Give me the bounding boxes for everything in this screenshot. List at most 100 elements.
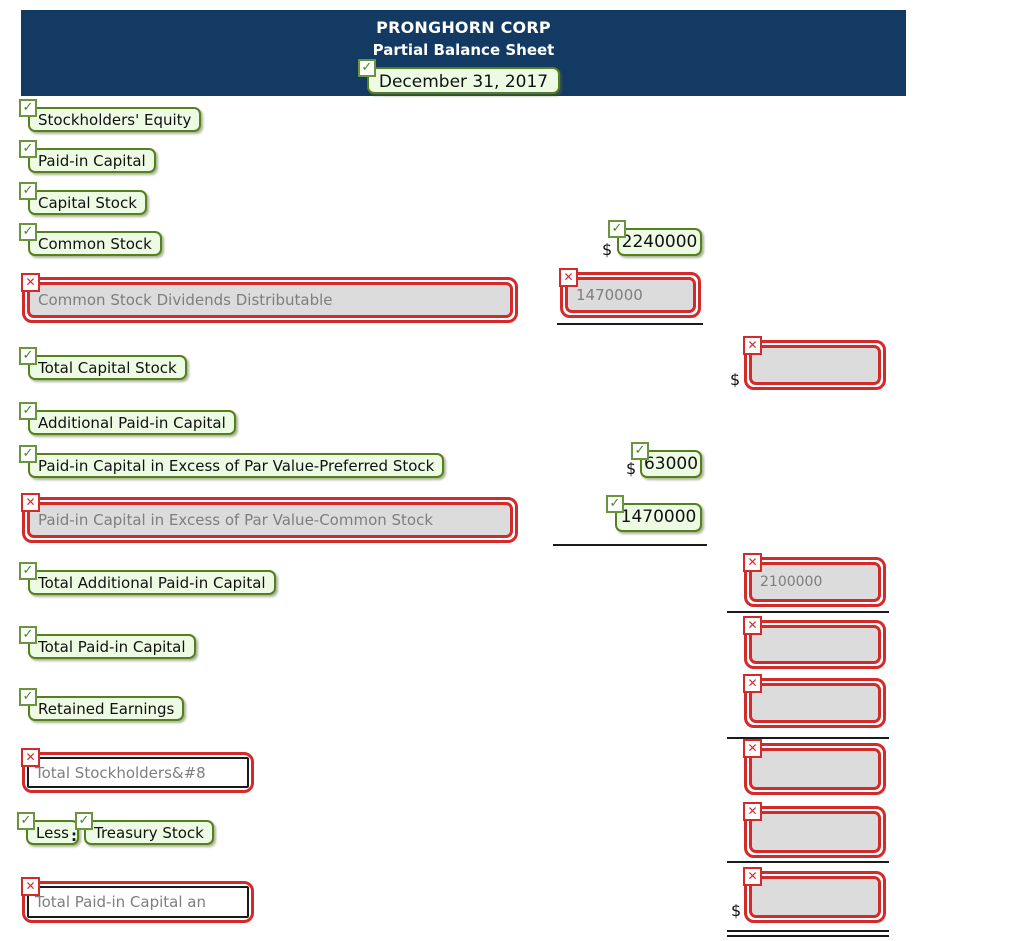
field-total-pic-and-retained[interactable]: ✕ xyxy=(21,877,254,923)
check-glyph: ✓ xyxy=(22,348,34,363)
correct-check-icon: ✓ xyxy=(357,59,376,77)
amount-input[interactable] xyxy=(749,683,881,723)
underline xyxy=(557,323,703,325)
correct-check-icon: ✓ xyxy=(19,99,37,117)
correct-check-icon: ✓ xyxy=(19,445,37,463)
label-text: Additional Paid-in Capital xyxy=(38,414,226,432)
label-text: Paid-in Capital xyxy=(38,152,146,170)
value-text: 2240000 xyxy=(621,232,698,252)
value-pic-excess-common[interactable]: ✓ 1470000 xyxy=(606,495,702,532)
correct-check-icon: ✓ xyxy=(19,626,37,644)
label-total-paid-in-capital[interactable]: ✓ Total Paid-in Capital xyxy=(19,626,196,659)
check-glyph: ✓ xyxy=(78,813,90,828)
date-answer-field[interactable]: ✓ December 31, 2017 xyxy=(357,59,561,94)
check-glyph: ✓ xyxy=(22,689,34,704)
cross-glyph: ✕ xyxy=(25,879,36,893)
amount-input[interactable] xyxy=(749,748,881,790)
correct-check-icon: ✓ xyxy=(19,688,37,706)
label-text: Paid-in Capital in Excess of Par Value-P… xyxy=(38,457,435,475)
label-text: Treasury Stock xyxy=(94,824,204,842)
label-pic-excess-preferred[interactable]: ✓ Paid-in Capital in Excess of Par Value… xyxy=(19,445,445,478)
check-glyph: ✓ xyxy=(22,141,34,156)
label-stockholders-equity[interactable]: ✓ Stockholders' Equity xyxy=(19,99,202,132)
amount-input[interactable] xyxy=(749,562,881,602)
account-title-input[interactable] xyxy=(27,757,249,788)
field-total-stockholders-equity[interactable]: ✕ xyxy=(21,748,254,793)
incorrect-x-icon: ✕ xyxy=(21,877,40,896)
label-additional-paid-in-capital[interactable]: ✓ Additional Paid-in Capital xyxy=(19,402,236,435)
label-text: Stockholders' Equity xyxy=(38,111,192,129)
cross-glyph: ✕ xyxy=(747,741,758,755)
label-less[interactable]: ✓ Less xyxy=(17,812,79,845)
incorrect-x-icon: ✕ xyxy=(559,268,578,287)
field-total-stockholders-amount[interactable]: ✕ xyxy=(743,739,886,795)
cross-glyph: ✕ xyxy=(747,555,758,569)
label-treasury-stock[interactable]: ✓ Treasury Stock xyxy=(75,812,214,845)
colon-separator: : xyxy=(71,827,77,845)
account-title-input[interactable] xyxy=(27,282,513,318)
dollar-sign: $ xyxy=(731,901,742,920)
incorrect-x-icon: ✕ xyxy=(21,493,40,512)
underline xyxy=(553,544,707,546)
check-glyph: ✓ xyxy=(22,403,34,418)
dollar-sign: $ xyxy=(626,459,637,478)
account-title-input[interactable] xyxy=(27,886,249,918)
check-glyph: ✓ xyxy=(22,627,34,642)
correct-check-icon: ✓ xyxy=(631,442,649,460)
cross-glyph: ✕ xyxy=(747,804,758,818)
amount-input[interactable] xyxy=(749,345,881,385)
label-retained-earnings[interactable]: ✓ Retained Earnings xyxy=(19,688,185,721)
company-name: PRONGHORN CORP xyxy=(376,18,551,37)
label-total-capital-stock[interactable]: ✓ Total Capital Stock xyxy=(19,347,187,380)
incorrect-x-icon: ✕ xyxy=(743,553,762,572)
cross-glyph: ✕ xyxy=(747,869,758,883)
field-retained-earnings-amount[interactable]: ✕ xyxy=(743,674,886,728)
check-glyph: ✓ xyxy=(22,446,34,461)
field-pic-excess-common[interactable]: ✕ xyxy=(21,493,518,543)
check-glyph: ✓ xyxy=(22,100,34,115)
incorrect-x-icon: ✕ xyxy=(21,748,40,767)
label-capital-stock[interactable]: ✓ Capital Stock xyxy=(19,182,147,215)
cross-glyph: ✕ xyxy=(25,750,36,764)
underline xyxy=(727,611,889,613)
field-treasury-stock-amount[interactable]: ✕ xyxy=(743,802,886,858)
incorrect-x-icon: ✕ xyxy=(743,616,762,635)
label-total-additional-pic[interactable]: ✓ Total Additional Paid-in Capital xyxy=(19,562,276,595)
value-pic-excess-preferred[interactable]: ✓ 63000 xyxy=(631,442,702,478)
correct-check-icon: ✓ xyxy=(75,812,93,830)
double-underline-top xyxy=(727,930,889,932)
account-title-input[interactable] xyxy=(27,502,513,538)
date-text: December 31, 2017 xyxy=(378,72,549,92)
correct-check-icon: ✓ xyxy=(19,182,37,200)
cross-glyph: ✕ xyxy=(25,275,36,289)
check-glyph: ✓ xyxy=(22,224,34,239)
amount-input[interactable] xyxy=(749,811,881,853)
incorrect-x-icon: ✕ xyxy=(743,802,762,821)
field-total-paid-in-capital-amount[interactable]: ✕ xyxy=(743,616,886,669)
field-total-capital-stock-amount[interactable]: ✕ xyxy=(743,336,886,390)
cross-glyph: ✕ xyxy=(25,495,36,509)
value-text: 1470000 xyxy=(620,507,697,527)
correct-check-icon: ✓ xyxy=(608,220,626,238)
field-total-additional-pic-amount[interactable]: ✕ xyxy=(743,553,886,607)
correct-check-icon: ✓ xyxy=(19,562,37,580)
incorrect-x-icon: ✕ xyxy=(743,739,762,758)
field-common-stock-dividends-amount[interactable]: ✕ xyxy=(559,268,701,318)
label-text: Total Paid-in Capital xyxy=(38,638,186,656)
field-final-total-amount[interactable]: ✕ xyxy=(743,867,886,923)
correct-check-icon: ✓ xyxy=(19,223,37,241)
correct-check-icon: ✓ xyxy=(17,812,35,830)
label-paid-in-capital[interactable]: ✓ Paid-in Capital xyxy=(19,140,156,173)
label-common-stock[interactable]: ✓ Common Stock xyxy=(19,223,162,256)
amount-input[interactable] xyxy=(565,277,696,313)
incorrect-x-icon: ✕ xyxy=(743,674,762,693)
field-common-stock-dividends[interactable]: ✕ xyxy=(21,273,518,323)
amount-input[interactable] xyxy=(749,625,881,664)
amount-input[interactable] xyxy=(749,876,881,918)
correct-check-icon: ✓ xyxy=(19,140,37,158)
label-text: Capital Stock xyxy=(38,194,137,212)
cross-glyph: ✕ xyxy=(563,270,574,284)
value-common-stock[interactable]: ✓ 2240000 xyxy=(608,220,702,256)
underline xyxy=(727,737,889,739)
